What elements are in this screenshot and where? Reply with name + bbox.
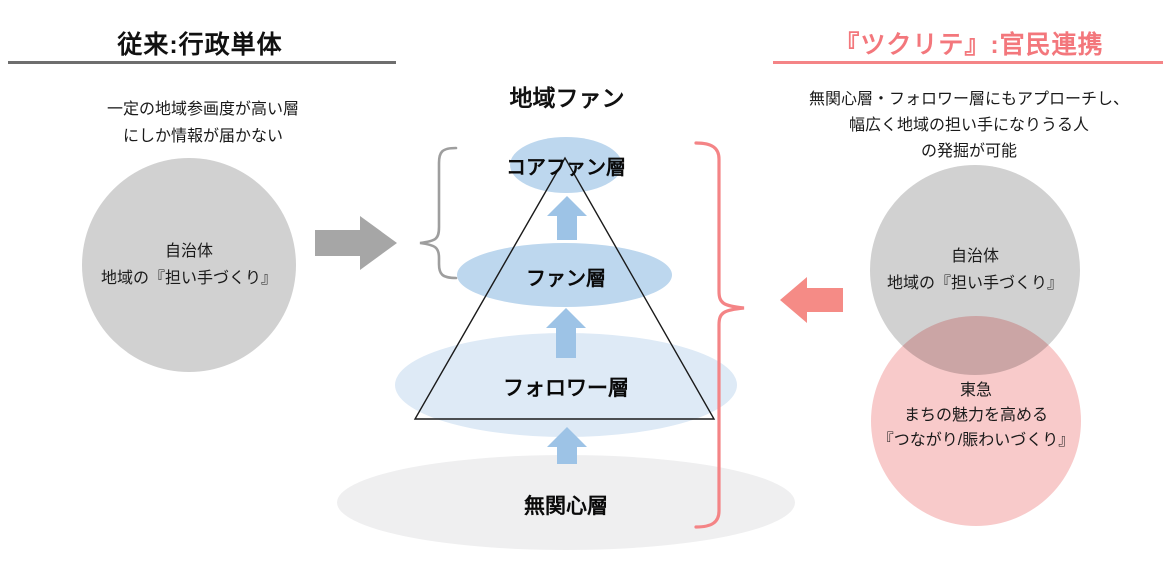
left-circle-name: 自治体: [164, 243, 213, 260]
right-description-line-3: の発掘が可能: [920, 143, 1017, 160]
right-gov-circle-role: 地域の『担い手づくり』: [886, 275, 1063, 292]
tokyu-circle-role-line-2: 『つながり/賑わいづくり』: [877, 431, 1075, 449]
left-description-line-1: 一定の地域参画度が高い層: [106, 101, 299, 118]
layer-label-indifferent: 無関心層: [524, 495, 608, 518]
pyramid-title: 地域ファン: [509, 85, 625, 111]
tokyu-circle: 東急 まちの魅力を高める 『つながり/賑わいづくり』: [871, 316, 1081, 526]
tokyu-circle-role-line-1: まちの魅力を高める: [903, 406, 1048, 424]
right-section-title: 『ツクリテ』:官民連携: [834, 31, 1104, 59]
right-description-line-2: 幅広く地域の担い手になりうる人: [848, 117, 1089, 134]
right-section-description: 無関心層・フォロワー層にもアプローチし、 幅広く地域の担い手になりうる人 の発掘…: [766, 87, 1171, 165]
left-section-title: 従来:行政単体: [117, 31, 283, 59]
right-title-underline: [773, 61, 1163, 64]
right-gov-circle-name: 自治体: [950, 248, 999, 265]
left-circle-role: 地域の『担い手づくり』: [100, 270, 277, 287]
layer-label-fan: ファン層: [526, 268, 606, 290]
left-description-line-2: にしか情報が届かない: [122, 128, 283, 145]
tokyu-circle-name: 東急: [959, 381, 992, 399]
left-section-description: 一定の地域参画度が高い層 にしか情報が届かない: [8, 96, 398, 150]
tokyu-circle-text: 東急 まちの魅力を高める 『つながり/賑わいづくり』: [878, 378, 1074, 453]
right-description-line-1: 無関心層・フォロワー層にもアプローチし、: [808, 91, 1129, 108]
left-government-circle: 自治体 地域の『担い手づくり』: [82, 158, 296, 372]
layer-label-core-fan: コアファン層: [506, 157, 626, 179]
layer-label-follower: フォロワー層: [503, 377, 629, 400]
left-title-underline: [8, 61, 396, 64]
